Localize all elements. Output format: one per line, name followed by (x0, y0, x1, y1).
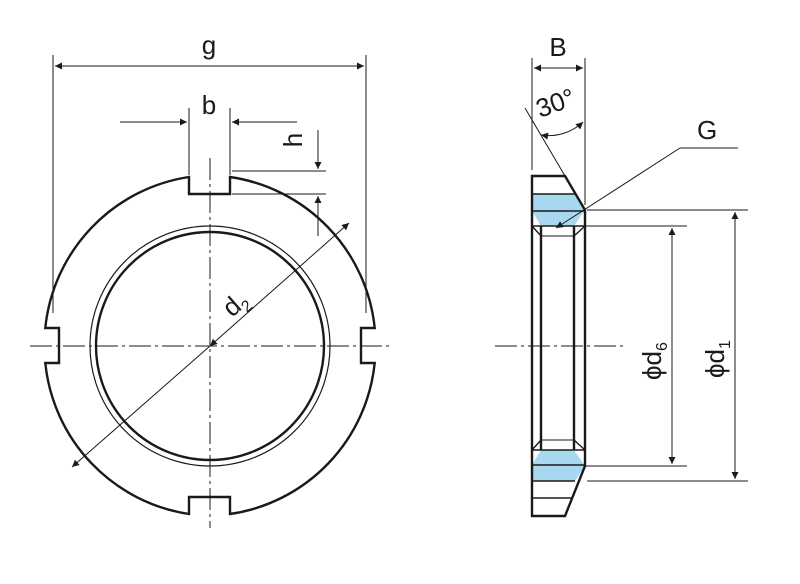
dimension-d2-line-lower (71, 345, 211, 468)
svg-text:d2: d2 (216, 284, 256, 325)
dimension-g (52, 55, 367, 313)
label-B: B (549, 32, 566, 62)
dimension-B (531, 58, 586, 205)
dimension-d1 (587, 209, 748, 482)
dimension-b (120, 108, 297, 175)
dimension-d2-line (209, 222, 350, 347)
dimension-d6 (585, 225, 687, 467)
label-b: b (202, 90, 216, 120)
dimension-angle (524, 107, 584, 177)
dimension-h (232, 130, 326, 236)
label-d1: ϕd1 (700, 340, 734, 378)
label-h: h (278, 133, 308, 147)
svg-text:ϕd6: ϕd6 (637, 342, 671, 380)
leader-G (555, 147, 738, 229)
label-G: G (697, 115, 717, 145)
label-g: g (202, 30, 216, 60)
label-d2: d2 (216, 284, 256, 325)
svg-text:ϕd1: ϕd1 (700, 340, 734, 378)
front-center-lines (30, 158, 392, 528)
label-d6: ϕd6 (637, 342, 671, 380)
label-angle: 30° (532, 82, 579, 124)
